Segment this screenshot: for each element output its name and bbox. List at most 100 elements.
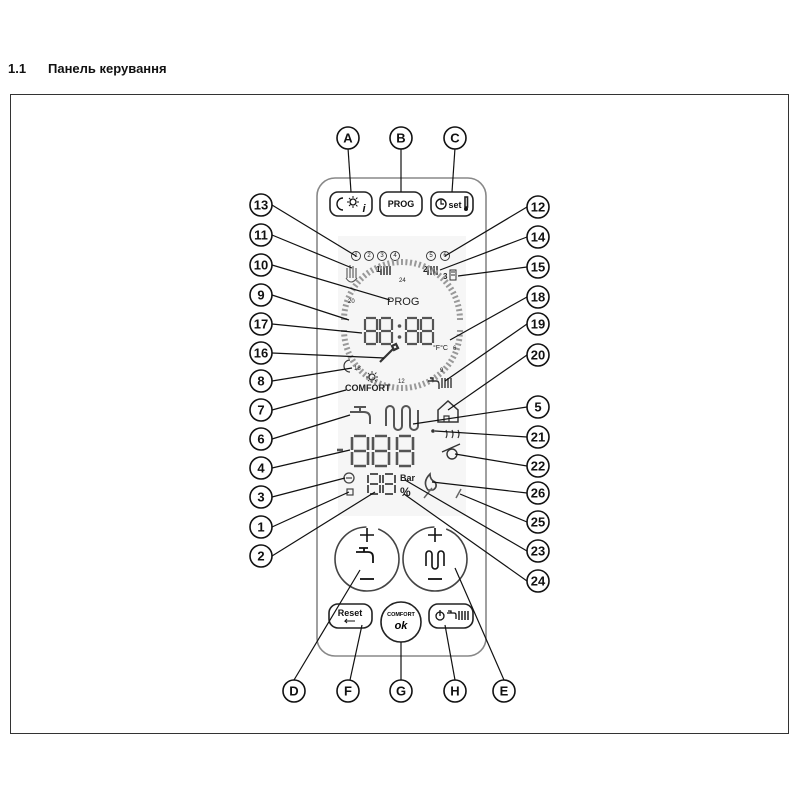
dhw-temperature-knob[interactable] [334,526,400,592]
callout-H: H [443,679,467,703]
leader-lines [271,147,528,681]
radiator-icon [425,550,445,570]
prog-button-label: PROG [388,199,415,209]
callout-22: 22 [526,454,550,478]
svg-text:24: 24 [531,574,546,589]
comfort-indicator: COMFORT [345,383,391,393]
percent-unit: % [400,485,411,499]
callout-7: 7 [249,398,273,422]
zone-1-radiator: 1 [376,265,391,275]
svg-text:C: C [450,131,460,146]
radiator-icon [458,611,469,620]
callout-E: E [492,679,516,703]
main-temperature-digits [337,434,415,468]
callout-14: 14 [526,225,550,249]
info-icon: i [362,203,366,215]
svg-text:4: 4 [257,461,265,476]
plus-icon [360,528,374,542]
callout-26: 26 [526,481,550,505]
svg-text:6: 6 [453,346,457,352]
svg-text:9: 9 [257,288,264,303]
svg-text:18: 18 [354,366,361,372]
svg-text:10: 10 [254,258,268,273]
svg-text:17: 17 [254,317,268,332]
prog-indicator: PROG [387,296,419,308]
svg-text:2: 2 [257,549,264,564]
thermometer-icon [464,196,469,211]
tap-icon [447,610,457,619]
svg-text:21: 21 [531,430,545,445]
tap-icon [356,547,374,563]
flame-icon [424,472,437,491]
svg-text:7: 7 [257,403,264,418]
svg-text:3: 3 [380,253,384,259]
svg-text:18: 18 [531,290,545,305]
heating-temperature-knob[interactable] [402,526,468,592]
callout-F: F [336,679,360,703]
svg-text:16: 16 [254,346,268,361]
power-icon [435,610,445,621]
callout-12: 12 [526,195,550,219]
callout-23: 23 [526,539,550,563]
callout-17: 17 [249,312,273,336]
set-button-label: set [448,200,461,210]
prog-number-3: 3 [377,251,387,261]
comfort-button-label: COMFORT [387,612,415,618]
reset-button-label: Reset [338,608,363,618]
callout-13: 13 [249,193,273,217]
callout-8: 8 [249,369,273,393]
svg-text:D: D [289,684,298,699]
svg-text:2: 2 [423,265,428,274]
svg-text:F: F [344,684,352,699]
moon-sun-mode-icon: i [336,196,366,215]
hand-icon [345,265,358,283]
prog-number-2: 2 [364,251,374,261]
callout-18: 18 [526,285,550,309]
svg-text:12: 12 [531,200,545,215]
set-button[interactable]: set [430,191,474,217]
power-mode-button[interactable] [428,603,474,629]
callout-16: 16 [249,341,273,365]
figure-frame [10,94,789,734]
callout-24: 24 [526,569,550,593]
svg-text:1: 1 [354,253,358,259]
svg-text:3: 3 [443,272,448,281]
callout-10: 10 [249,253,273,277]
ok-button-label: ok [395,620,409,632]
callout-D: D [282,679,306,703]
plus-icon [428,528,442,542]
prog-number-1: 1 [351,251,361,261]
comfort-ok-button[interactable]: COMFORT ok [380,601,422,643]
svg-text:5: 5 [534,400,541,415]
section-title: Панель керування [48,61,167,76]
callout-21: 21 [526,425,550,449]
svg-text:E: E [500,684,509,699]
tap-radiator-icon [428,377,452,389]
svg-text:8: 8 [257,374,264,389]
svg-text:B: B [396,131,405,146]
callout-C: C [443,126,467,150]
svg-text:G: G [396,684,406,699]
prog-button[interactable]: PROG [379,191,423,217]
callout-20: 20 [526,343,550,367]
svg-text:1: 1 [376,265,381,274]
time-digits [363,316,435,346]
svg-text:5: 5 [429,253,433,259]
callout-B: B [389,126,413,150]
svg-text:1: 1 [257,520,264,535]
prog-number-5: 5 [426,251,436,261]
solar-panel-icon [449,269,457,281]
svg-text:15: 15 [531,260,545,275]
bar-unit: Bar [400,473,416,483]
svg-text:20: 20 [531,348,545,363]
svg-text:25: 25 [531,515,545,530]
mode-button[interactable]: i [329,191,373,217]
svg-text:13: 13 [254,198,268,213]
reset-button[interactable]: Reset [328,603,373,629]
sun-icon [366,371,378,383]
callout-G: G [389,679,413,703]
tap-icon [350,406,371,424]
svg-text:4: 4 [393,253,397,259]
callout-25: 25 [526,510,550,534]
